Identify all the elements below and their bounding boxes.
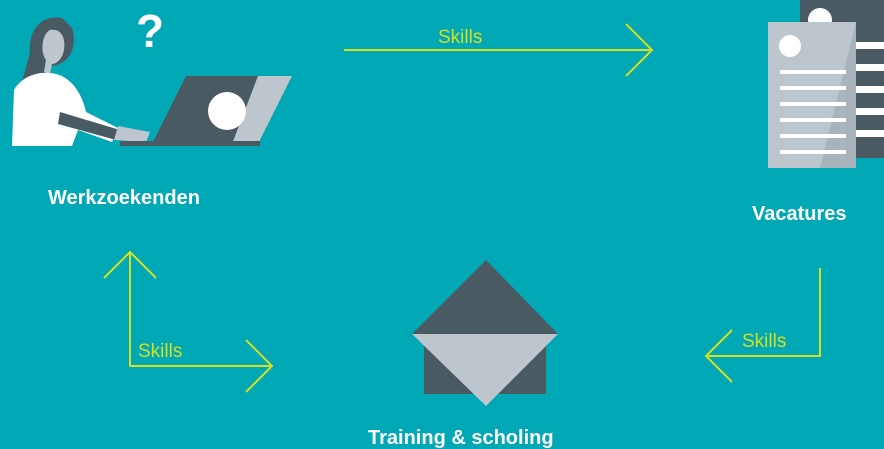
question-mark-icon: ? (136, 5, 165, 57)
flow-label-top: Skills (438, 27, 483, 48)
flow-label-right: Skills (742, 331, 787, 352)
person-laptop-icon (12, 17, 292, 146)
arrow-top (344, 23, 654, 77)
node-label-werkzoekenden: Werkzoekenden (48, 187, 200, 209)
envelope-house-icon (412, 260, 558, 406)
arrow-right (704, 268, 821, 383)
flow-label-left: Skills (138, 341, 183, 362)
document-icon (768, 0, 884, 168)
arrow-left (103, 250, 274, 393)
node-label-vacatures: Vacatures (752, 203, 847, 225)
node-label-training: Training & scholing (368, 427, 554, 449)
